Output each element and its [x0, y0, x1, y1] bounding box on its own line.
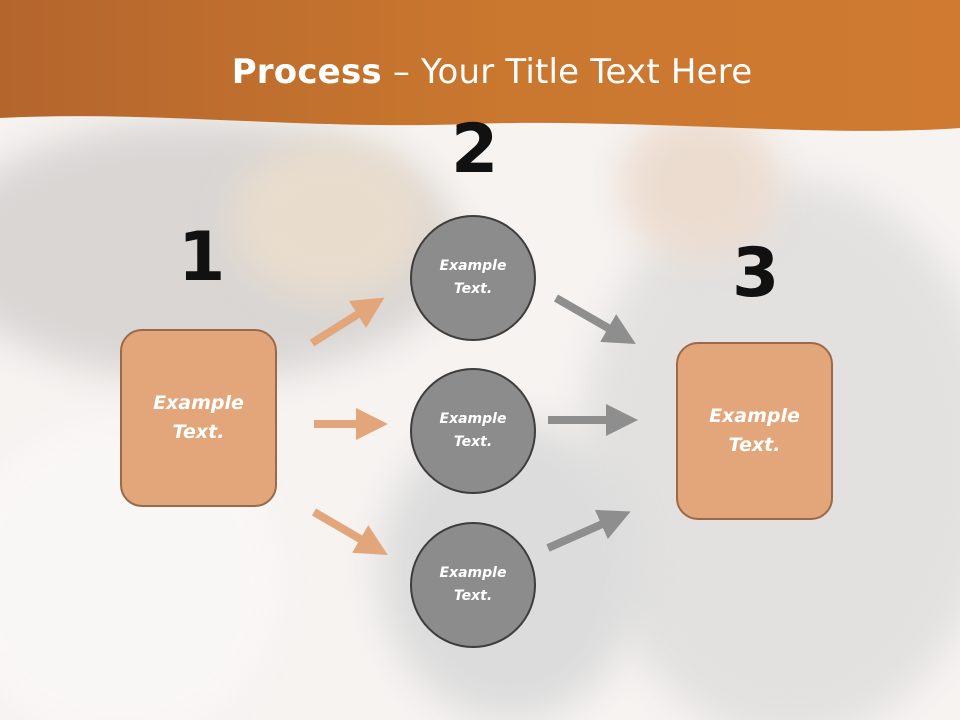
step-1-label: Example Text.	[153, 392, 244, 443]
title-rest: – Your Title Text Here	[381, 52, 753, 92]
step-1-box: Example Text.	[120, 329, 277, 507]
step-3-number: 3	[732, 234, 780, 313]
arrow-2c-to-3	[546, 509, 631, 552]
circle-bottom-label: Example Text.	[439, 565, 507, 604]
circle-top-label: Example Text.	[439, 258, 507, 297]
arrow-1-to-2a	[309, 297, 385, 347]
circle-middle-label: Example Text.	[439, 411, 507, 450]
circle-bottom: Example Text.	[410, 522, 536, 648]
step-3-box: Example Text.	[676, 342, 833, 520]
arrow-1-to-2c	[311, 508, 388, 556]
page-title: Process – Your Title Text Here	[0, 52, 960, 92]
arrow-2a-to-3	[554, 294, 636, 344]
step-1-number: 1	[178, 218, 226, 297]
step-3-label: Example Text.	[709, 405, 800, 456]
step-2-number: 2	[451, 110, 499, 189]
circle-top: Example Text.	[410, 215, 536, 341]
title-bold: Process	[231, 52, 382, 92]
circle-middle: Example Text.	[410, 368, 536, 494]
header-banner	[0, 0, 960, 131]
